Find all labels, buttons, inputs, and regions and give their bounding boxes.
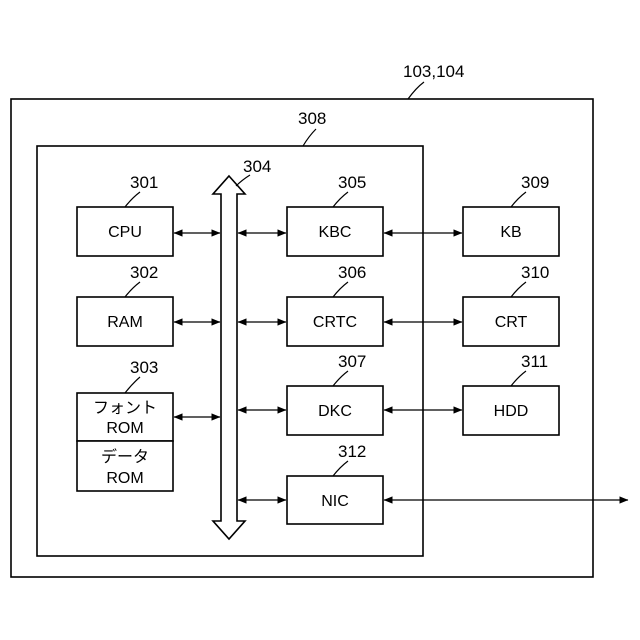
font-rom-label-line2: ROM <box>106 420 143 437</box>
crt-ref: 310 <box>521 263 549 282</box>
nic-leader <box>333 461 348 476</box>
cpu-ref: 301 <box>130 173 158 192</box>
crtc-leader <box>333 282 348 297</box>
controller-frame-ref: 308 <box>298 109 326 128</box>
rom-ref: 303 <box>130 358 158 377</box>
kbc-leader <box>333 192 348 207</box>
kbc-ref: 305 <box>338 173 366 192</box>
ram-ref: 302 <box>130 263 158 282</box>
outer-frame-leader <box>408 82 424 99</box>
dkc-ref: 307 <box>338 352 366 371</box>
ram-label: RAM <box>107 314 143 331</box>
cpu-label: CPU <box>108 224 142 241</box>
nic-label: NIC <box>321 493 349 510</box>
rom-leader <box>125 377 140 393</box>
ram-leader <box>125 282 140 297</box>
system-bus-arrow <box>213 176 245 539</box>
kb-ref: 309 <box>521 173 549 192</box>
crtc-ref: 306 <box>338 263 366 282</box>
kbc-label: KBC <box>319 224 352 241</box>
outer-frame-ref: 103,104 <box>403 62 464 81</box>
system-bus-leader <box>236 175 250 186</box>
controller-frame-leader <box>303 129 316 146</box>
data-rom-label-line2: ROM <box>106 470 143 487</box>
crt-leader <box>511 282 526 297</box>
crtc-label: CRTC <box>313 314 357 331</box>
kb-label: KB <box>500 224 521 241</box>
cpu-leader <box>125 192 140 207</box>
dkc-label: DKC <box>318 403 352 420</box>
hdd-label: HDD <box>494 403 529 420</box>
hdd-leader <box>511 371 526 386</box>
nic-ref: 312 <box>338 442 366 461</box>
system-bus-ref: 304 <box>243 157 271 176</box>
kb-leader <box>511 192 526 207</box>
dkc-leader <box>333 371 348 386</box>
data-rom-label-line1: データ <box>101 447 149 466</box>
font-rom-label-line1: フォント <box>93 400 157 417</box>
hdd-ref: 311 <box>521 352 548 371</box>
crt-label: CRT <box>495 314 528 331</box>
